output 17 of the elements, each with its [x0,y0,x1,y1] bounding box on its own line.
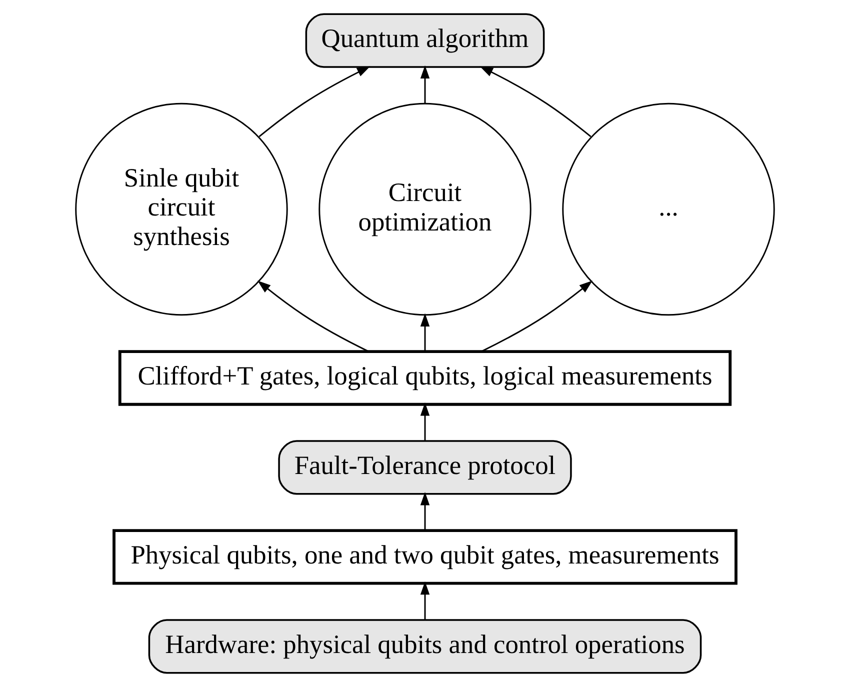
arrow [258,66,370,138]
node-box: Clifford+T gates, logical qubits, logical measurements [118,350,732,406]
arrow [420,492,430,530]
node-box: Physical qubits, one and two qubit gates, measurements [112,529,738,585]
node-box: Quantum algorithm [305,13,545,68]
node-circle: Circuit optimization [318,102,532,316]
node-circle: Sinle qubit circuit synthesis [75,102,288,316]
arrow [481,280,592,352]
arrow [420,581,430,620]
node-box: Hardware: physical qubits and control operations [148,619,702,674]
arrow [420,402,430,441]
node-circle: ... [562,102,775,316]
arrow [420,65,430,104]
arrow [420,313,430,352]
arrow [258,280,369,352]
node-box: Fault-Tolerance protocol [278,440,572,495]
arrow [480,66,592,138]
